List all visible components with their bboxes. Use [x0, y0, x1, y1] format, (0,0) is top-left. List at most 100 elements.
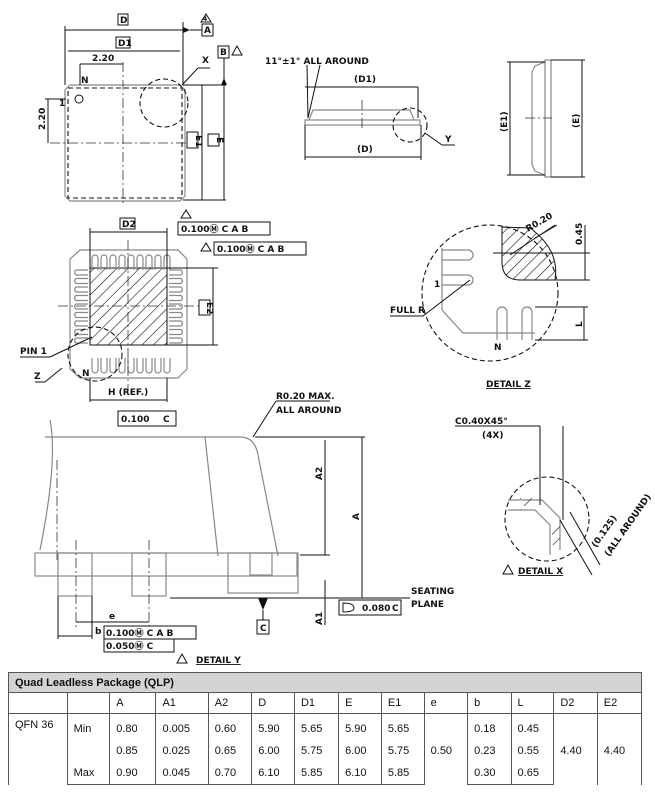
- note-4-flag: 4: [203, 16, 207, 23]
- dim-E1-ref-label: (E1): [500, 111, 510, 132]
- dim-A-label: A: [352, 513, 362, 520]
- cell-d1: 5.75: [293, 740, 340, 762]
- cell-a: 0.85: [109, 740, 157, 762]
- dim-2-20-vertical: 2.20: [38, 108, 48, 130]
- radius-r020-label: R0.20: [525, 211, 555, 234]
- cell-l: 0.55: [510, 740, 555, 762]
- cell-a2: 0.65: [207, 740, 253, 762]
- row-label: Min: [66, 713, 111, 740]
- column-header: D: [251, 692, 295, 714]
- pin-1-callout: PIN 1: [20, 347, 47, 357]
- cell-d1: 5.85: [293, 762, 340, 785]
- dim-D2-label: D2: [122, 220, 136, 230]
- row-label: Max: [66, 762, 111, 785]
- dim-A2-label: A2: [315, 467, 325, 480]
- cell-e: 0.50: [423, 713, 469, 785]
- detail-x: C0.40X45° (4X) (0.125) (ALL AROUND) DETA…: [455, 417, 654, 577]
- column-header: L: [510, 692, 555, 714]
- lead-position-frame-1: 0.100Ⓜ C A B: [106, 627, 173, 639]
- pin1-marker-icon: [74, 94, 84, 104]
- cell-a: 0.90: [109, 762, 157, 785]
- dim-2-20-horizontal: 2.20: [92, 54, 114, 64]
- cell-e1: 5.65: [380, 713, 425, 740]
- corner-radius-note: R0.20 MAX.: [276, 392, 335, 402]
- column-header: [8, 692, 68, 714]
- lead-position-frame-2: 0.050Ⓜ C: [106, 640, 154, 652]
- detail-z-callout: Z: [34, 372, 41, 382]
- detail-y: 0.100 C R0.20 MAX. ALL AROUND A2 A A1 C …: [34, 392, 454, 665]
- table-title: Quad Leadless Package (QLP): [8, 672, 642, 693]
- cell-e: 6.10: [338, 762, 382, 785]
- cell-a1: 0.025: [155, 740, 209, 762]
- position-tolerance-frame-1: 0.100Ⓜ C A B: [181, 223, 248, 235]
- cell-l: 0.65: [510, 762, 555, 785]
- cell-e: 6.00: [338, 740, 382, 762]
- row-label: [66, 740, 111, 762]
- cell-e1: 5.85: [380, 762, 425, 785]
- cell-a: 0.80: [109, 713, 157, 740]
- cell-a1: 0.045: [155, 762, 209, 785]
- position-tolerance-frame-2: 0.100Ⓜ C A B: [217, 243, 284, 255]
- parallelism-tolerance: 0.100: [121, 415, 149, 425]
- dim-D-ref-label: (D): [357, 145, 373, 155]
- detail-x-callout: X: [202, 56, 209, 66]
- column-header: D2: [553, 692, 598, 714]
- column-header: A1: [155, 692, 209, 714]
- seating-label: SEATING: [411, 587, 454, 597]
- dim-E2-label: E2: [204, 302, 214, 314]
- dim-0-45-label: 0.45: [575, 223, 585, 245]
- detail-z-pin1-label: 1: [434, 280, 440, 290]
- column-header: A: [109, 692, 157, 714]
- dim-D1-ref-label: (D1): [354, 75, 376, 85]
- detail-z-title: DETAIL Z: [486, 380, 531, 390]
- dim-H-ref-label: H (REF.): [108, 388, 148, 398]
- cell-b: 0.23: [467, 740, 512, 762]
- pin-N-label: N: [81, 76, 89, 86]
- cell-b: 0.30: [467, 762, 512, 785]
- dim-D1-label: D1: [118, 39, 132, 49]
- draft-angle-note: 11°±1° ALL AROUND: [265, 57, 369, 67]
- dim-L-label: L: [575, 321, 585, 327]
- cell-l: 0.45: [510, 713, 555, 740]
- all-around-note: ALL AROUND: [276, 406, 341, 416]
- coplanarity-tolerance: 0.080: [362, 604, 390, 614]
- dim-e-label: e: [109, 612, 115, 622]
- dim-E1-label: E1: [193, 135, 203, 147]
- detail-z: 0.45 R0.20 1 FULL R N L DETAIL Z: [390, 211, 590, 390]
- cell-e1: 5.75: [380, 740, 425, 762]
- cell-e: 5.90: [338, 713, 382, 740]
- column-header: D1: [293, 692, 340, 714]
- detail-y-callout: Y: [444, 135, 452, 145]
- package-name: QFN 36: [8, 713, 68, 785]
- cell-d: 5.90: [251, 713, 295, 740]
- bottom-view: D2 0.100Ⓜ C A B 0.100Ⓜ C A B E2 PIN 1 Z …: [20, 209, 307, 402]
- chamfer-count: (4X): [482, 431, 503, 441]
- cell-d: 6.00: [251, 740, 295, 762]
- datum-A-box: A: [204, 26, 211, 36]
- dim-b-label: b: [95, 627, 102, 637]
- column-header: [66, 692, 111, 714]
- package-outline-drawing: D D1 2.20 N 1 2.20 X 4 A B E1 E D2 0.100…: [20, 13, 654, 665]
- cell-d: 6.10: [251, 762, 295, 785]
- chamfer-note: C0.40X45°: [455, 417, 508, 427]
- column-header: E1: [380, 692, 425, 714]
- plane-label: PLANE: [411, 600, 444, 610]
- dim-E-ref-label: (E): [572, 114, 582, 128]
- cell-b: 0.18: [467, 713, 512, 740]
- dim-E-label: E: [214, 137, 224, 143]
- pin-N-label-bottom: N: [82, 369, 90, 379]
- side-view: 11°±1° ALL AROUND (D1) (D) Y (E1) (E): [265, 57, 585, 178]
- pin-1-label: 1: [59, 99, 65, 109]
- dim-D-label: D: [120, 16, 127, 26]
- cell-a1: 0.005: [155, 713, 209, 740]
- coplanarity-datum: C: [392, 604, 399, 614]
- column-header: e: [423, 692, 469, 714]
- cell-d1: 5.65: [293, 713, 340, 740]
- datum-C-box: C: [260, 624, 267, 634]
- top-view: D D1 2.20 N 1 2.20 X 4 A B E1 E: [38, 13, 243, 203]
